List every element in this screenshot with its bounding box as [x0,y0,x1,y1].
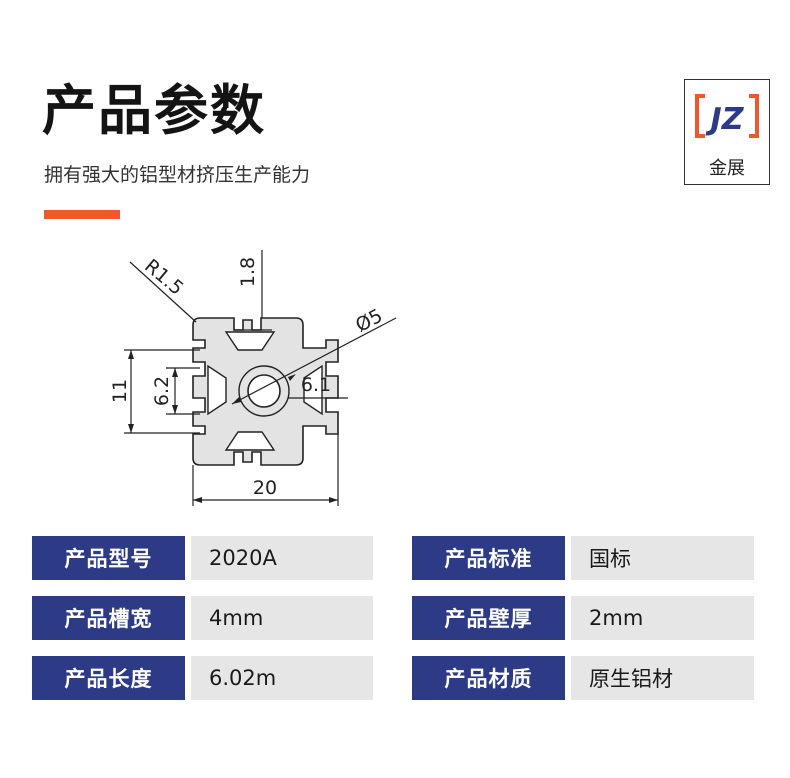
spec-label-slot-width: 产品槽宽 [32,596,185,640]
spec-label-model: 产品型号 [32,536,185,580]
slot-left [207,364,227,416]
slot-bottom [224,431,276,451]
dimension-lines [124,250,397,506]
spec-label-wall-thickness: 产品壁厚 [412,596,565,640]
center-hole [247,374,281,408]
dim-slot-label: 6.2 [151,376,173,406]
dim-height-label: 11 [109,379,131,403]
page-subtitle: 拥有强大的铝型材挤压生产能力 [44,164,311,186]
logo-mark: JZ [706,102,745,137]
dim-width-label: 20 [253,477,277,499]
accent-bar [44,210,120,219]
spec-value-length: 6.02m [191,656,373,700]
spec-label-material: 产品材质 [412,656,565,700]
dim-inner-label: 6.1 [301,374,331,396]
dimension-arrows [128,350,338,503]
spec-label-standard: 产品标准 [412,536,565,580]
profile-drawing: R1.5 1.8 Ø5 11 6.2 6.1 20 [109,250,397,506]
spec-value-model: 2020A [191,536,373,580]
spec-value-wall-thickness: 2mm [571,596,754,640]
slot-top [224,331,276,351]
dim-top-label: 1.8 [237,257,259,287]
page-title: 产品参数 [42,79,266,142]
spec-label-length: 产品长度 [32,656,185,700]
jz-logo-icon: JZ [695,92,759,140]
spec-value-standard: 国标 [571,536,754,580]
spec-value-material: 原生铝材 [571,656,754,700]
brand-logo: JZ 金展 [684,79,770,185]
dim-diameter-label: Ø5 [352,305,386,337]
logo-name: 金展 [709,158,745,179]
spec-value-slot-width: 4mm [191,596,373,640]
